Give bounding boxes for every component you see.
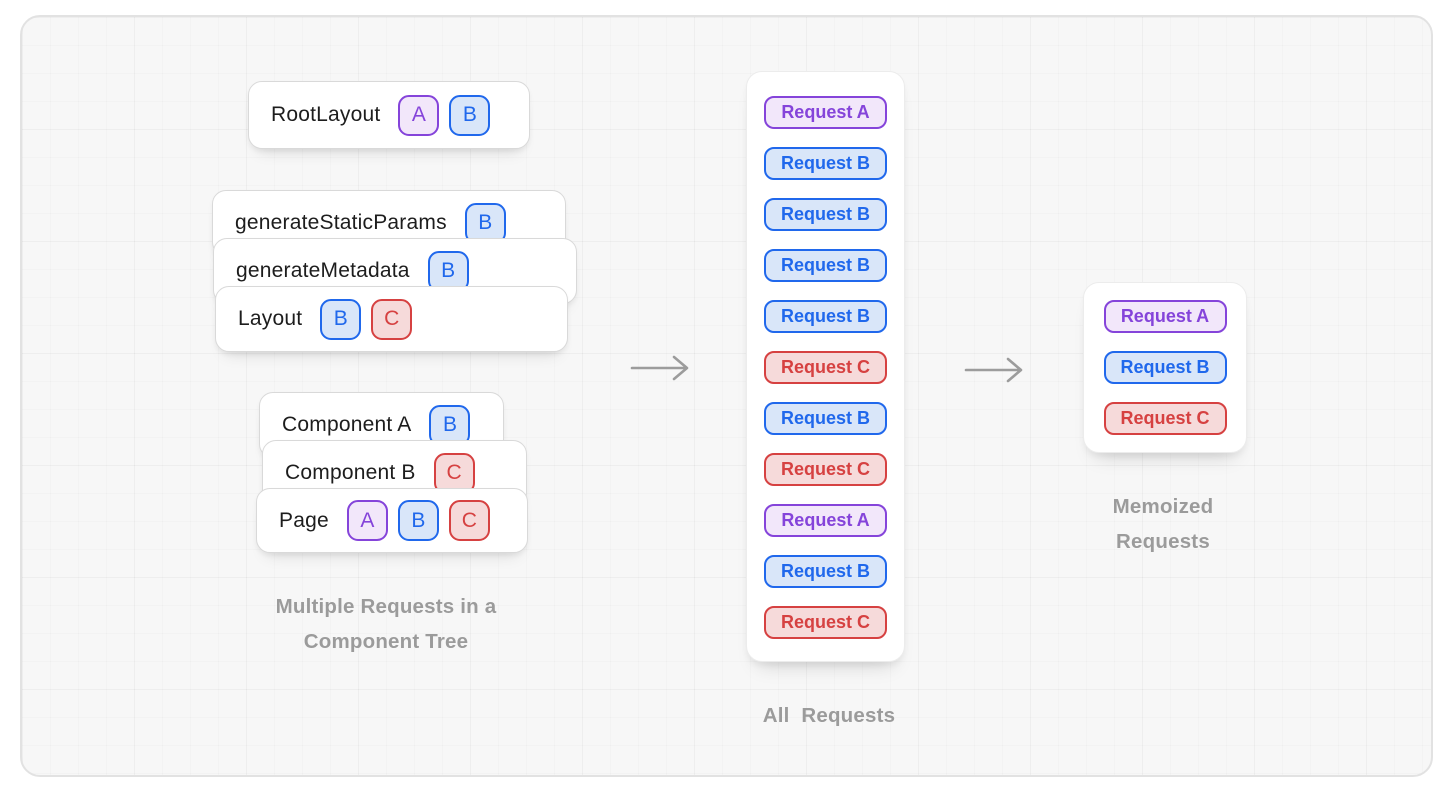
request-pill-b: Request B <box>1103 351 1227 384</box>
request-pill-a: Request A <box>764 504 887 537</box>
arrow-right-icon <box>964 357 1023 383</box>
component-tree-caption: Multiple Requests in a Component Tree <box>236 589 536 659</box>
badge-b: B <box>320 298 362 340</box>
badge-row: C <box>433 452 475 494</box>
badge-c: C <box>371 298 413 340</box>
badge-a: A <box>346 500 388 541</box>
badge-b: B <box>449 94 491 136</box>
badge-b: B <box>427 250 469 292</box>
card-label: generateMetadata <box>236 259 410 282</box>
memoized-requests-card: Request A Request B Request C <box>1083 282 1247 453</box>
card-label: Page <box>279 508 329 532</box>
request-pill-c: Request C <box>764 351 887 384</box>
caption-line: Requests <box>1116 530 1210 553</box>
request-pill-b: Request B <box>764 402 887 435</box>
caption-line: Component Tree <box>303 630 469 653</box>
request-pill-a: Request A <box>1103 300 1227 333</box>
badge-row: B <box>464 202 506 244</box>
request-pill-a: Request A <box>764 96 887 129</box>
caption-line: Multiple Requests in a <box>275 595 497 618</box>
request-pill-b: Request B <box>764 249 887 282</box>
all-requests-caption: All Requests <box>762 704 896 727</box>
badge-c: C <box>448 500 490 541</box>
badge-b: B <box>397 500 439 541</box>
badge-a: A <box>398 94 440 136</box>
caption-line: Memoized <box>1112 495 1214 518</box>
all-requests-card: Request A Request B Request B Request B Requ… <box>746 71 905 662</box>
request-pill-b: Request B <box>764 198 887 231</box>
request-pill-b: Request B <box>764 147 887 180</box>
request-pill-c: Request C <box>764 453 887 486</box>
memoized-requests-caption: Memoized Requests <box>1063 489 1263 559</box>
card-label: Component A <box>282 413 412 436</box>
request-pill-c: Request C <box>1103 402 1227 435</box>
card-label: Component B <box>285 461 416 484</box>
card-label: generateStaticParams <box>235 211 447 234</box>
card-label: Layout <box>238 307 303 330</box>
card-label: RootLayout <box>271 103 381 126</box>
badge-row: B <box>427 250 469 292</box>
request-pill-b: Request B <box>764 555 887 588</box>
request-pill-b: Request B <box>764 300 887 333</box>
badge-c: C <box>433 452 475 494</box>
arrow-right-icon <box>630 355 689 381</box>
request-pill-c: Request C <box>764 606 887 639</box>
badge-b: B <box>464 202 506 244</box>
